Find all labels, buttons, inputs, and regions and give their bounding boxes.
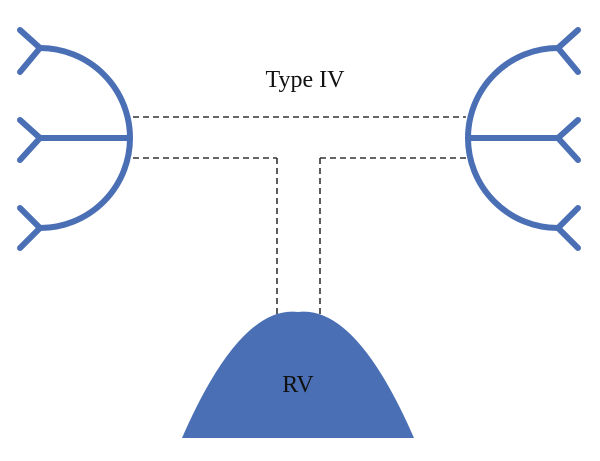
chamber-label: RV xyxy=(282,372,314,398)
diagram-title: Type IV xyxy=(266,67,346,93)
right-branch-bot-a xyxy=(555,205,581,231)
right-branch-top-a xyxy=(555,27,581,51)
left-branch-top-b xyxy=(17,45,43,75)
right-vessel-tree xyxy=(465,27,581,251)
right-branch-mid-a xyxy=(555,117,581,141)
absent-pulmonary-artery-outline xyxy=(133,116,466,316)
left-branch-bot-a xyxy=(17,205,43,231)
left-branch-top-a xyxy=(17,27,43,51)
right-ventricle-shape xyxy=(182,311,414,438)
left-branch-bot-b xyxy=(17,225,43,251)
right-branch-bot-b xyxy=(555,225,581,251)
right-branch-top-b xyxy=(555,45,581,75)
left-vessel-tree xyxy=(17,27,133,251)
left-branch-mid-a xyxy=(17,117,43,141)
left-branch-mid-b xyxy=(17,135,43,163)
right-branch-mid-b xyxy=(555,135,581,163)
